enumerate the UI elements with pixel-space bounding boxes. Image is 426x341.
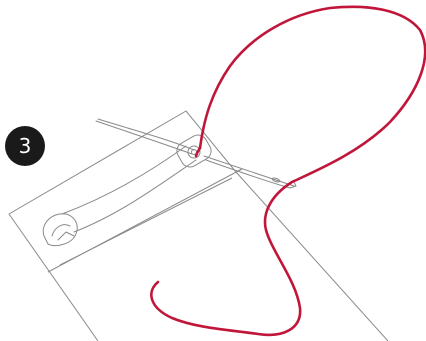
step-number-text: 3	[19, 136, 32, 156]
step-number-badge: 3	[5, 126, 45, 166]
fabric-piece	[9, 111, 388, 341]
thread	[151, 7, 425, 335]
safety-pin-icon	[43, 132, 214, 246]
